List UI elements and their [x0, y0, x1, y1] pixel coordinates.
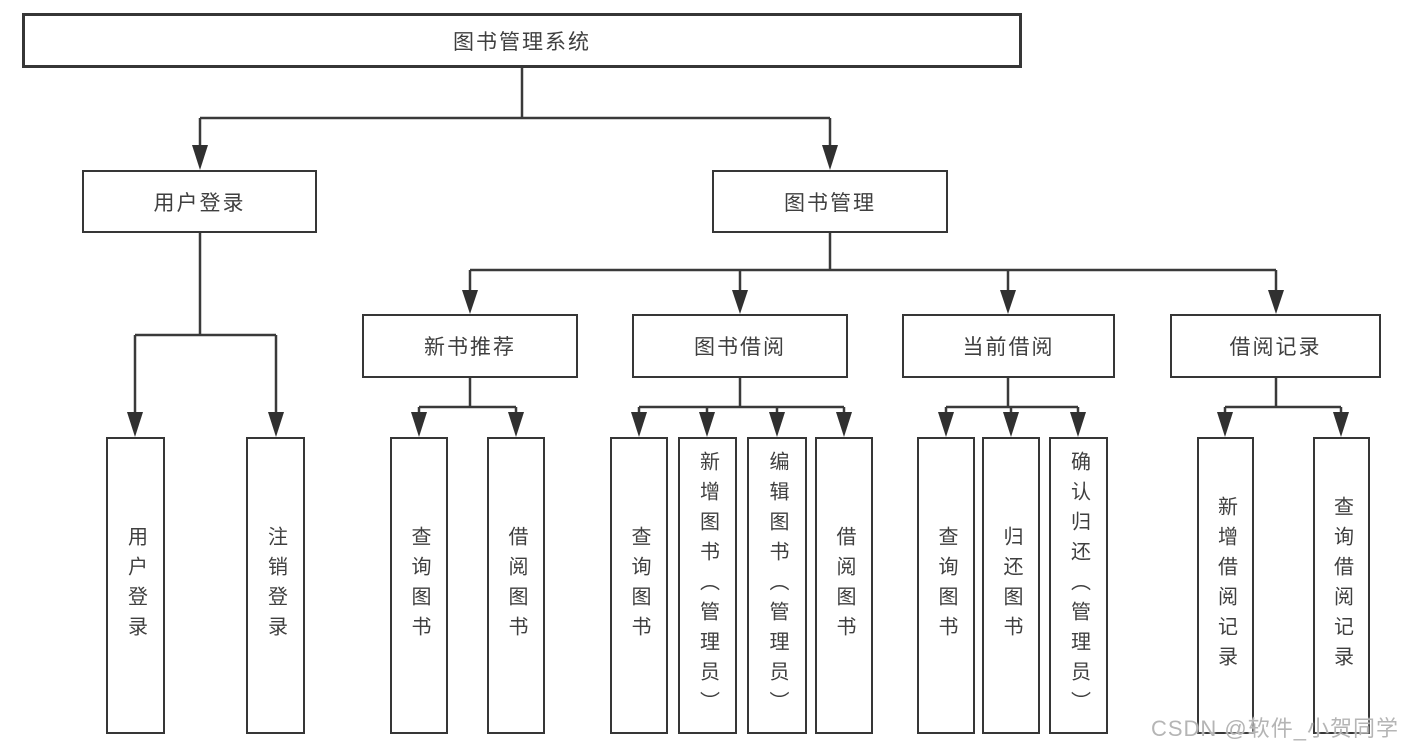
- leaf-return-books: 归还图书: [982, 437, 1040, 734]
- leaf-label: 新增图书（管理员）: [696, 450, 719, 721]
- leaf-label: 确认归还（管理员）: [1067, 450, 1090, 721]
- node-label: 图书借阅: [694, 336, 786, 359]
- arrow-down-icon: [732, 290, 748, 314]
- node-label: 图书管理: [784, 191, 876, 215]
- node-label: 用户登录: [153, 191, 246, 215]
- leaf-label: 查询图书: [935, 525, 957, 646]
- leaf-label: 查询图书: [628, 525, 650, 646]
- node-current-borrow-module: 当前借阅: [902, 314, 1115, 378]
- arrow-down-icon: [1333, 412, 1349, 437]
- leaf-borrow-books: 借阅图书: [815, 437, 873, 734]
- node-user-login-branch: 用户登录: [82, 170, 317, 233]
- arrow-down-icon: [938, 412, 954, 437]
- node-book-borrow-module: 图书借阅: [632, 314, 848, 378]
- csdn-watermark: CSDN @软件_小贺同学: [1150, 716, 1399, 741]
- node-borrow-record-module: 借阅记录: [1170, 314, 1381, 378]
- arrow-down-icon: [1003, 412, 1019, 437]
- arrow-down-icon: [631, 412, 647, 437]
- arrow-down-icon: [1070, 412, 1086, 437]
- arrow-down-icon: [192, 145, 208, 170]
- node-root-system: 图书管理系统: [22, 13, 1022, 68]
- arrow-down-icon: [822, 145, 838, 170]
- node-label: 当前借阅: [962, 336, 1055, 359]
- leaf-label: 新增借阅记录: [1214, 495, 1237, 676]
- connector-new-book-fanout: [411, 378, 524, 437]
- arrow-down-icon: [769, 412, 785, 437]
- connector-borrow-record-fanout: [1217, 378, 1349, 437]
- connector-current-borrow-fanout: [938, 378, 1086, 437]
- arrow-down-icon: [127, 412, 143, 437]
- leaf-add-borrow-record: 新增借阅记录: [1197, 437, 1254, 734]
- connector-root-to-level2: [192, 68, 838, 170]
- node-root-label: 图书管理系统: [453, 30, 591, 54]
- arrow-down-icon: [1268, 290, 1284, 314]
- leaf-user-login: 用户登录: [106, 437, 165, 734]
- leaf-label: 用户登录: [124, 525, 147, 646]
- arrow-down-icon: [508, 412, 524, 437]
- connector-book-mgmt-branch: [462, 233, 1284, 314]
- node-new-book-module: 新书推荐: [362, 314, 578, 378]
- arrow-down-icon: [268, 412, 284, 437]
- leaf-label: 借阅图书: [833, 525, 855, 646]
- leaf-logout: 注销登录: [246, 437, 305, 734]
- leaf-label: 归还图书: [1000, 525, 1022, 646]
- arrow-down-icon: [699, 412, 715, 437]
- arrow-down-icon: [1000, 290, 1016, 314]
- leaf-borrow-books-newbook: 借阅图书: [487, 437, 545, 734]
- leaf-label: 查询图书: [408, 525, 430, 646]
- leaf-query-books-current: 查询图书: [917, 437, 975, 734]
- arrow-down-icon: [836, 412, 852, 437]
- leaf-query-borrow-record: 查询借阅记录: [1313, 437, 1370, 734]
- arrow-down-icon: [411, 412, 427, 437]
- arrow-down-icon: [462, 290, 478, 314]
- leaf-label: 借阅图书: [505, 525, 527, 646]
- node-label: 新书推荐: [424, 336, 516, 359]
- connector-book-borrow-fanout: [631, 378, 852, 437]
- leaf-label: 编辑图书（管理员）: [766, 450, 788, 721]
- leaf-edit-books-admin: 编辑图书（管理员）: [747, 437, 807, 734]
- leaf-confirm-return-admin: 确认归还（管理员）: [1049, 437, 1108, 734]
- leaf-query-books-borrow: 查询图书: [610, 437, 668, 734]
- node-book-mgmt-branch: 图书管理: [712, 170, 948, 233]
- leaf-label: 查询借阅记录: [1330, 495, 1353, 676]
- leaf-add-books-admin: 新增图书（管理员）: [678, 437, 737, 734]
- leaf-query-books-newbook: 查询图书: [390, 437, 448, 734]
- connector-user-login-branch: [127, 233, 284, 437]
- leaf-label: 注销登录: [264, 525, 287, 646]
- node-label: 借阅记录: [1229, 336, 1322, 359]
- arrow-down-icon: [1217, 412, 1233, 437]
